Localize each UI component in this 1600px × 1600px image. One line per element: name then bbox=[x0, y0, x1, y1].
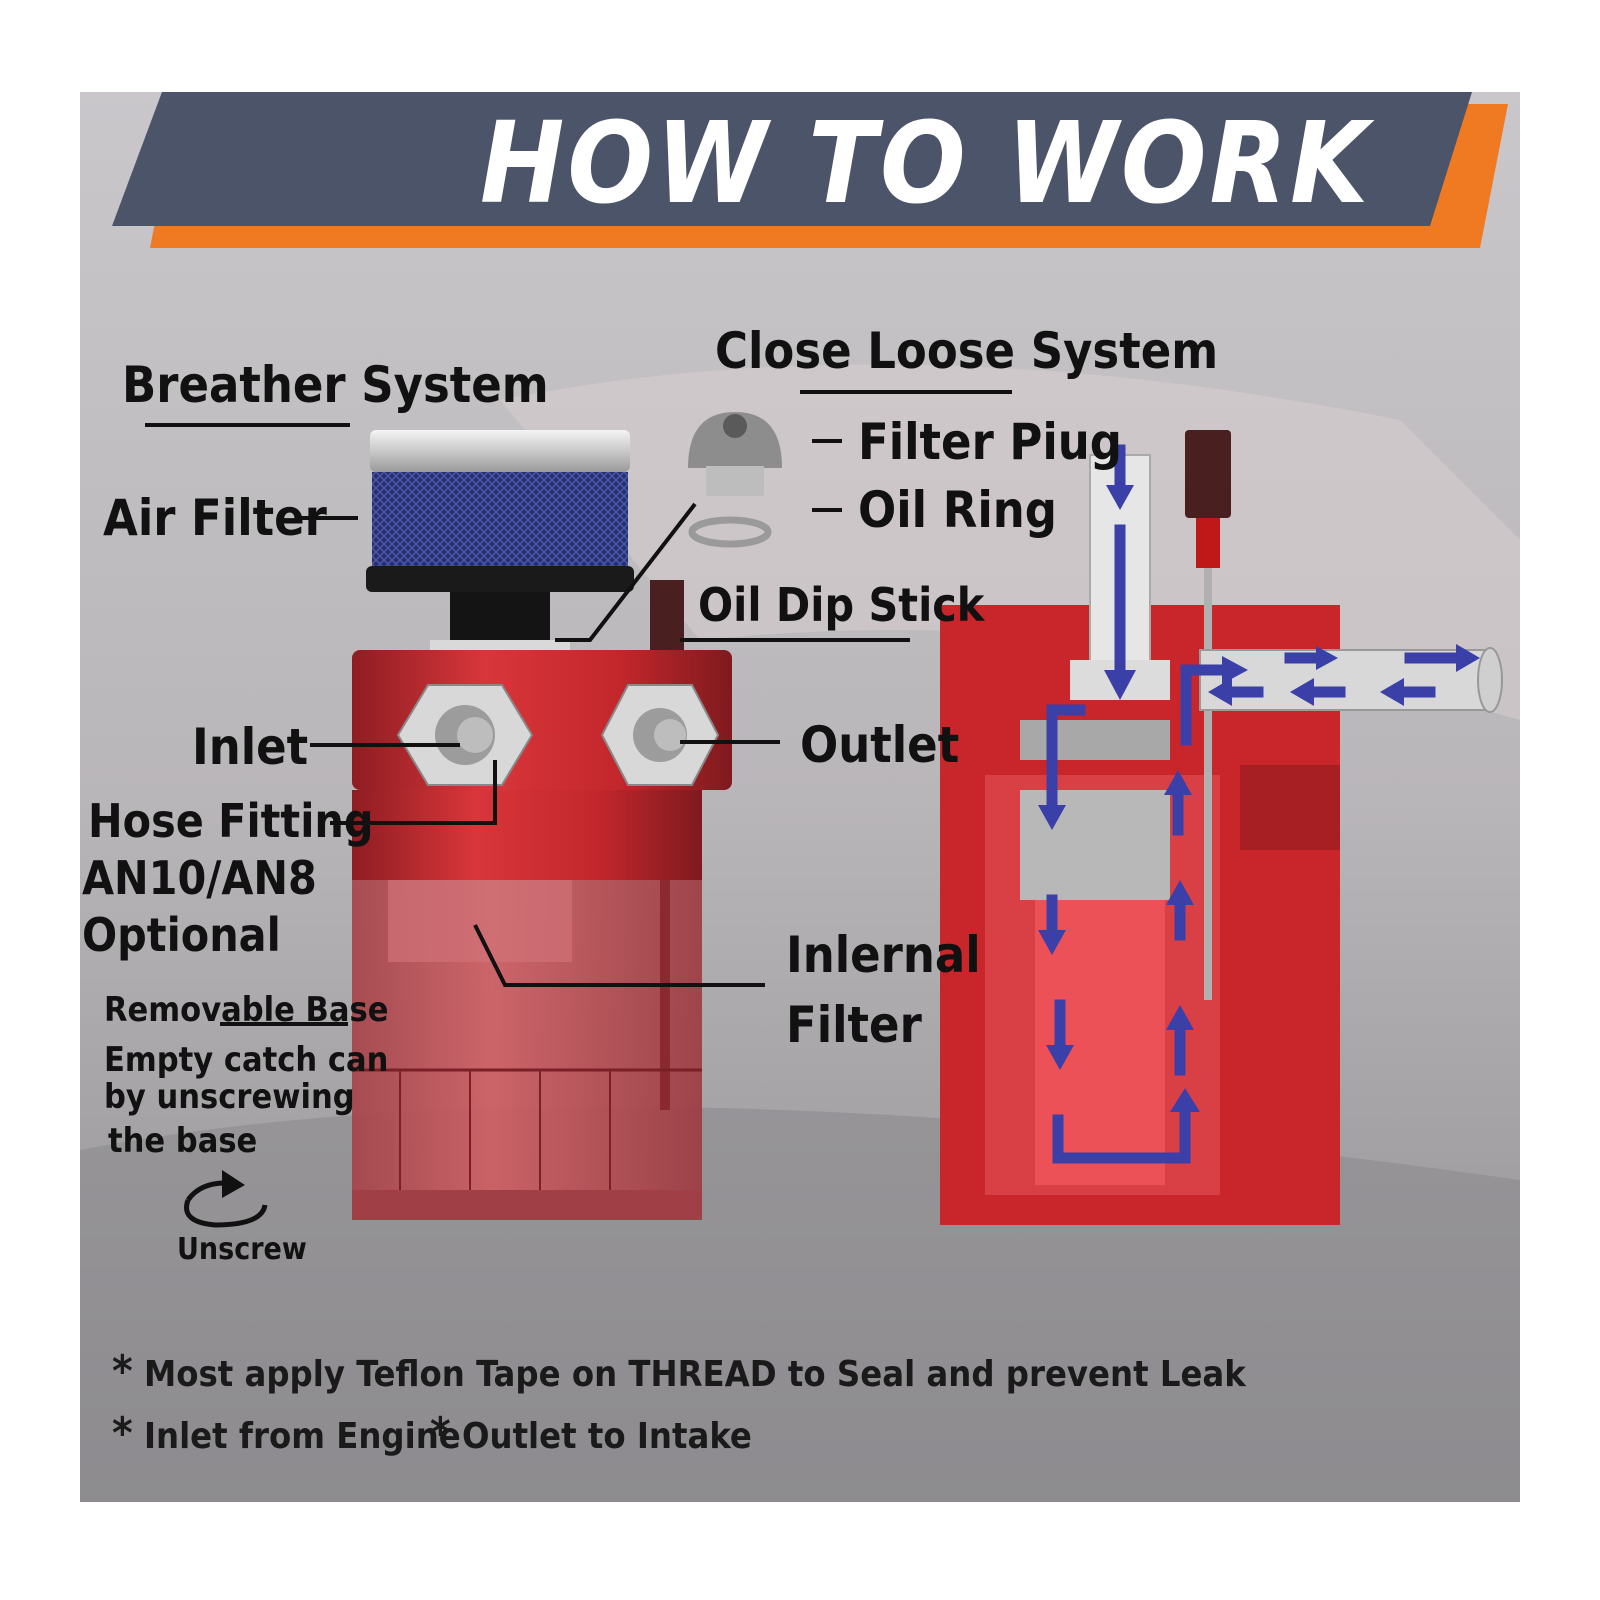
removable-base-label: Removable Base bbox=[104, 990, 389, 1030]
hose-fitting-size-label: AN10/AN8 bbox=[82, 851, 317, 905]
note-teflon-text: Most apply Teflon Tape on THREAD to Seal… bbox=[143, 1354, 1246, 1395]
air-filter-label: Air Filter bbox=[103, 489, 327, 547]
empty-catch-can-text: Empty catch can bbox=[104, 1040, 389, 1080]
cutaway-notch bbox=[1240, 765, 1340, 850]
air-filter-cap bbox=[370, 430, 630, 472]
internal-filter-window bbox=[388, 880, 572, 962]
internal-filter-label-line2: Filter bbox=[786, 996, 922, 1054]
note-bullet: * bbox=[112, 1346, 133, 1397]
page-title: HOW TO WORK bbox=[480, 99, 1372, 229]
leader-lines bbox=[145, 390, 1012, 1026]
close-loose-system-label: Close Loose System bbox=[715, 322, 1219, 380]
breather-system-label: Breather System bbox=[122, 356, 549, 414]
left-catch-can bbox=[352, 430, 732, 1220]
note-teflon: * Most apply Teflon Tape on THREAD to Se… bbox=[112, 1350, 1246, 1394]
removable-base-ring bbox=[352, 1190, 702, 1220]
oil-dip-stick-label: Oil Dip Stick bbox=[698, 578, 985, 632]
internal-filter-leader bbox=[473, 924, 765, 987]
air-filter-element bbox=[372, 472, 628, 572]
dip-stick-cap bbox=[650, 580, 684, 656]
oil-ring bbox=[688, 516, 772, 548]
outlet-label: Outlet bbox=[800, 716, 960, 774]
filter-plug bbox=[688, 412, 782, 496]
note-inlet-text: Inlet from Engine bbox=[143, 1416, 461, 1457]
title-banner bbox=[112, 92, 1472, 226]
collar bbox=[352, 790, 702, 880]
filter-plug-pointer bbox=[555, 502, 697, 642]
air-filter-base bbox=[366, 566, 634, 592]
cutaway-dip-stick-cap bbox=[1185, 430, 1231, 518]
note-bullet: * bbox=[112, 1408, 133, 1459]
right-cutaway bbox=[940, 430, 1503, 1225]
unscrewing-text: by unscrewing bbox=[104, 1077, 355, 1117]
oil-ring-label: Oil Ring bbox=[858, 481, 1057, 539]
unscrew-label: Unscrew bbox=[177, 1232, 307, 1267]
internal-filter-label: Inlernal bbox=[786, 926, 981, 984]
filter-plug-label: Filter Piug bbox=[858, 413, 1123, 471]
note-outlet: * Outlet to Intake bbox=[430, 1412, 752, 1456]
inlet-label: Inlet bbox=[192, 718, 309, 776]
flow-arrows bbox=[1038, 444, 1480, 1164]
hose-fitting-optional-label: Optional bbox=[82, 908, 281, 962]
note-bullet: * bbox=[430, 1408, 451, 1459]
note-inlet: * Inlet from Engine bbox=[112, 1412, 461, 1456]
air-filter-neck bbox=[450, 592, 550, 644]
note-outlet-text: Outlet to Intake bbox=[461, 1416, 752, 1457]
hose-fitting-label: Hose Fitting bbox=[88, 794, 374, 848]
hose-fitting-leader bbox=[330, 760, 497, 825]
unscrew-icon bbox=[184, 1170, 268, 1228]
filter-ring-upper bbox=[1020, 720, 1170, 760]
the-base-text: the base bbox=[108, 1121, 258, 1161]
